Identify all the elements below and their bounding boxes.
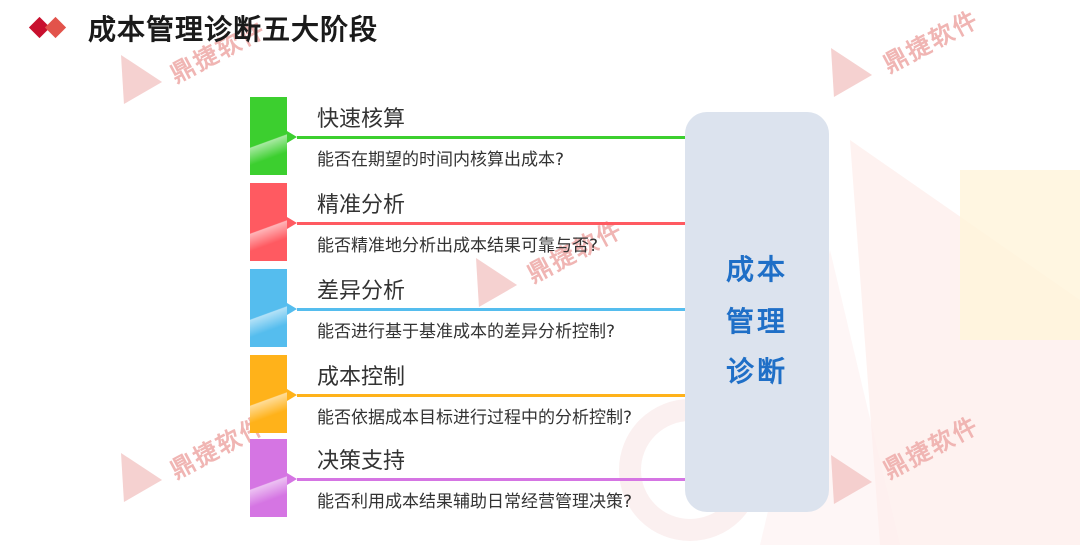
stage-description: 能否在期望的时间内核算出成本? bbox=[317, 150, 565, 170]
stage-color-bar bbox=[250, 355, 287, 433]
stage-divider bbox=[297, 308, 685, 311]
stage-item: 差异分析 能否进行基于基准成本的差异分析控制? bbox=[250, 269, 686, 347]
stage-pointer-icon bbox=[287, 131, 297, 143]
diamond-bullet-icon bbox=[28, 13, 78, 43]
stage-item: 精准分析 能否精准地分析出成本结果可靠与否? bbox=[250, 183, 686, 261]
stage-description: 能否依据成本目标进行过程中的分析控制? bbox=[317, 408, 633, 428]
stage-color-bar bbox=[250, 269, 287, 347]
panel-label-line2: 管理 bbox=[725, 305, 788, 338]
stage-description: 能否进行基于基准成本的差异分析控制? bbox=[317, 322, 616, 342]
stage-item: 成本控制 能否依据成本目标进行过程中的分析控制? bbox=[250, 355, 686, 433]
diagnosis-panel: 成本 管理 诊断 bbox=[685, 112, 829, 512]
stage-name: 成本控制 bbox=[317, 365, 406, 390]
stage-pointer-icon bbox=[287, 473, 297, 485]
stage-color-bar bbox=[250, 439, 287, 517]
panel-label-line3: 诊断 bbox=[725, 355, 788, 388]
stage-description: 能否精准地分析出成本结果可靠与否? bbox=[317, 236, 599, 256]
stage-name: 快速核算 bbox=[317, 107, 406, 132]
stage-name: 差异分析 bbox=[317, 279, 406, 304]
stage-item: 快速核算 能否在期望的时间内核算出成本? bbox=[250, 97, 686, 175]
stage-divider bbox=[297, 222, 685, 225]
stage-name: 精准分析 bbox=[317, 193, 406, 218]
header: 成本管理诊断五大阶段 bbox=[28, 8, 378, 48]
stage-description: 能否利用成本结果辅助日常经营管理决策? bbox=[317, 492, 633, 512]
stage-divider bbox=[297, 136, 685, 139]
stage-pointer-icon bbox=[287, 389, 297, 401]
stage-divider bbox=[297, 478, 685, 481]
page-title: 成本管理诊断五大阶段 bbox=[88, 13, 379, 46]
stage-divider bbox=[297, 394, 685, 397]
stage-pointer-icon bbox=[287, 217, 297, 229]
stage-name: 决策支持 bbox=[317, 449, 406, 474]
stage-pointer-icon bbox=[287, 303, 297, 315]
panel-label-line1: 成本 bbox=[725, 253, 788, 286]
stage-item: 决策支持 能否利用成本结果辅助日常经营管理决策? bbox=[250, 439, 686, 517]
stage-color-bar bbox=[250, 183, 287, 261]
stage-color-bar bbox=[250, 97, 287, 175]
